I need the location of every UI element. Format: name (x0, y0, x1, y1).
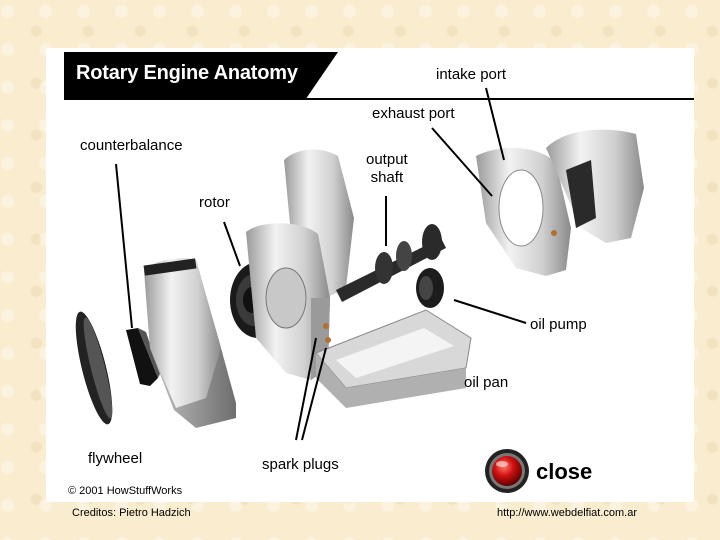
label-output-shaft: output shaft (366, 151, 408, 186)
copyright-text: © 2001 HowStuffWorks (68, 485, 183, 497)
label-oil-pump: oil pump (530, 316, 587, 333)
label-spark-plugs: spark plugs (262, 456, 339, 473)
rear-housing-part (476, 129, 644, 276)
title-rule (64, 98, 694, 100)
close-button[interactable]: close (484, 448, 604, 494)
label-oil-pan: oil pan (464, 374, 509, 391)
label-intake-port: intake port (436, 66, 507, 83)
engine-illustration (75, 87, 644, 441)
counterbalance-part (126, 328, 160, 386)
oil-pump-part (416, 268, 444, 308)
front-housing-part (143, 258, 236, 428)
diagram-title: Rotary Engine Anatomy (64, 52, 338, 100)
label-rotor: rotor (199, 194, 230, 211)
label-counterbalance: counterbalance (80, 137, 183, 154)
source-url-link[interactable]: http://www.webdelfiat.com.ar (497, 507, 638, 519)
diagram-panel: Rotary Engine Anatomy intake port exhaus… (46, 48, 694, 502)
output-shaft-part (336, 224, 446, 302)
label-flywheel: flywheel (88, 450, 143, 467)
flywheel-part (75, 311, 113, 425)
close-button-label: close (536, 459, 593, 484)
oil-pan-part (315, 309, 472, 408)
credits-text: Creditos: Pietro Hadzich (72, 507, 191, 519)
rotor-housing-part (246, 149, 354, 380)
leader-lines (115, 87, 527, 441)
label-exhaust-port: exhaust port (372, 105, 455, 122)
red-circle-button-icon (485, 449, 529, 493)
